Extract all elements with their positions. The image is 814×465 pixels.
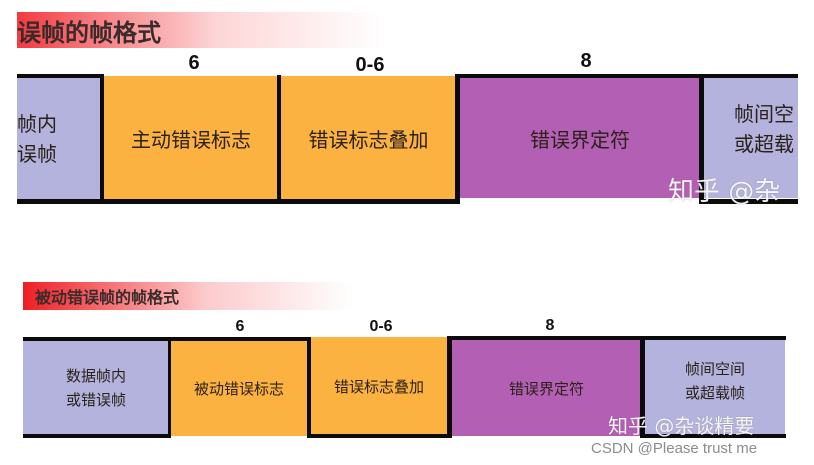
border-bottom [700,199,798,204]
passive-error-frame-title-text: 被动错误帧的帧格式 [35,288,180,307]
bits-label-flag-overlap: 0-6 [369,318,393,335]
field-error-flag-overlap: 错误标志叠加 [311,337,447,435]
divider [168,337,171,438]
field-error-delimiter: 错误界定符 [459,78,701,198]
border-bottom [17,199,457,204]
field-error-delimiter: 错误界定符 [452,340,641,436]
divider [307,337,311,438]
border-bottom [640,434,786,438]
border-top [23,337,309,341]
passive-error-frame-title: 被动错误帧的帧格式 [23,282,353,310]
field-active-error-flag: 主动错误标志 [104,76,278,200]
bits-label-passive-flag: 6 [235,318,245,335]
divider [455,74,460,204]
bits-label-flag-overlap: 0-6 [355,54,385,76]
field-preceding-frame: 数据帧内 或错误帧 [23,340,169,436]
border-top [17,74,104,78]
border-top [456,74,798,78]
bits-label-active-flag: 6 [188,52,200,74]
field-interframe-space: 帧间空间 或超载帧 [645,340,785,436]
divider [699,74,704,204]
divider [640,336,645,438]
bits-label-delimiter: 8 [580,50,592,72]
border-bottom [307,434,451,438]
active-error-frame-title: 误帧的帧格式 [17,12,382,48]
border-bottom [23,434,171,438]
border-top [447,336,786,340]
divider [100,74,104,204]
bits-label-delimiter: 8 [545,317,555,334]
field-passive-error-flag: 被动错误标志 [171,340,307,436]
csdn-credit: CSDN @Please trust me [591,440,758,457]
field-error-flag-overlap: 错误标志叠加 [281,76,456,200]
field-interframe-space: 帧间空 或超载 [704,78,798,198]
divider [277,75,281,204]
field-preceding-frame: 帧内 误帧 [17,78,101,200]
watermark-zhihu: 知乎 @杂 [668,177,781,207]
active-error-frame-title-text: 误帧的帧格式 [17,18,161,47]
divider [447,336,452,438]
watermark-zhihu: 知乎 @杂谈精要 [608,414,755,438]
